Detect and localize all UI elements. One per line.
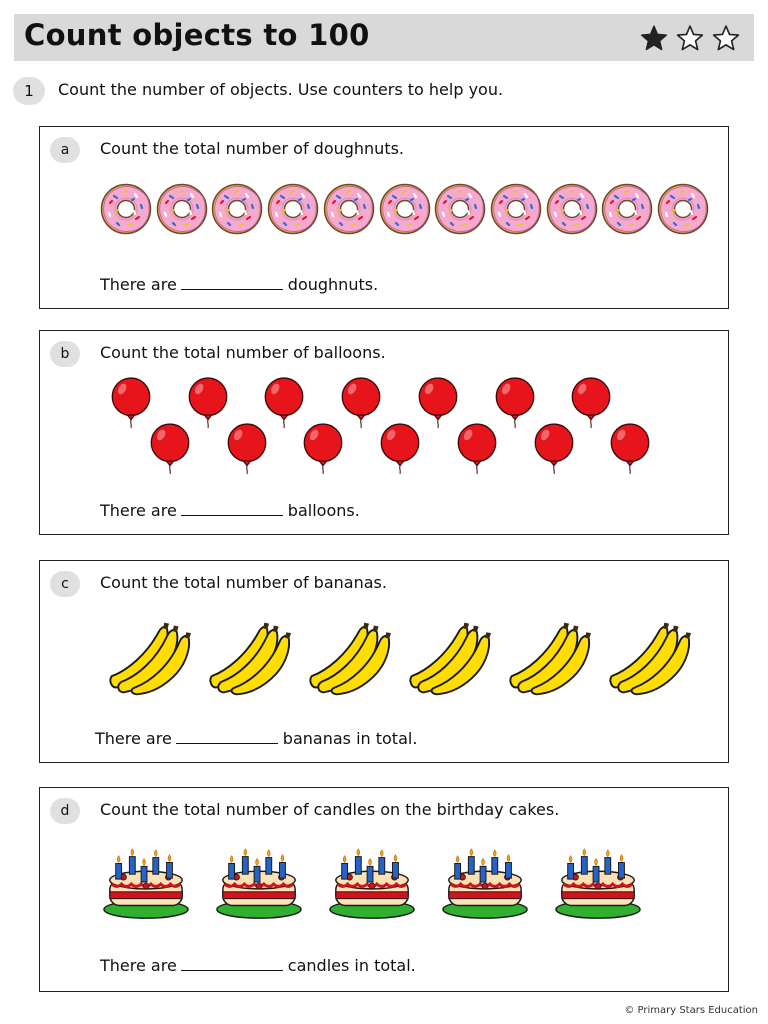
banana-bunch-icon [106, 619, 192, 697]
answer-prefix: There are [100, 275, 177, 294]
part-a-panel: a Count the total number of doughnuts. T… [39, 126, 729, 309]
doughnut-icon [323, 183, 375, 235]
answer-suffix: balloons. [287, 501, 360, 520]
birthday-cake-icon [328, 846, 416, 920]
doughnut-icon [100, 183, 152, 235]
banana-bunch-icon [306, 619, 392, 697]
copyright-notice: © Primary Stars Education [624, 1005, 758, 1016]
answer-blank[interactable] [180, 969, 283, 971]
part-c-panel: c Count the total number of bananas. The… [39, 560, 729, 763]
part-prompt: Count the total number of candles on the… [100, 800, 560, 819]
balloon-icon [379, 423, 421, 475]
doughnut-icon [546, 183, 598, 235]
part-prompt: Count the total number of doughnuts. [100, 139, 405, 158]
answer-suffix: doughnuts. [287, 275, 379, 294]
answer-prefix: There are [100, 501, 177, 520]
part-label-badge: c [50, 571, 80, 597]
part-d-panel: d Count the total number of candles on t… [39, 787, 729, 992]
balloon-icon [417, 377, 459, 429]
star-empty-icon [712, 24, 740, 52]
birthday-cake-icon [554, 846, 642, 920]
balloon-icon [149, 423, 191, 475]
balloon-icon [110, 377, 152, 429]
doughnut-icon [490, 183, 542, 235]
balloon-icon [533, 423, 575, 475]
doughnut-icon [657, 183, 709, 235]
answer-sentence: There are doughnuts. [100, 275, 378, 294]
part-label-badge: b [50, 341, 80, 367]
answer-sentence: There are bananas in total. [95, 729, 417, 748]
balloon-icon [494, 377, 536, 429]
birthday-cake-icon [215, 846, 303, 920]
answer-suffix: bananas in total. [282, 729, 418, 748]
part-prompt: Count the total number of balloons. [100, 343, 386, 362]
star-empty-icon [676, 24, 704, 52]
answer-sentence: There are balloons. [100, 501, 360, 520]
part-prompt: Count the total number of bananas. [100, 573, 387, 592]
balloon-icon [263, 377, 305, 429]
answer-blank[interactable] [180, 514, 283, 516]
banana-bunch-icon [606, 619, 692, 697]
balloon-icon [456, 423, 498, 475]
answer-sentence: There are candles in total. [100, 956, 416, 975]
banana-bunch-icon [506, 619, 592, 697]
balloon-icon [609, 423, 651, 475]
doughnut-icon [211, 183, 263, 235]
question-number-badge: 1 [13, 77, 45, 105]
birthday-cake-icon [102, 846, 190, 920]
balloon-icon [340, 377, 382, 429]
balloon-icon [302, 423, 344, 475]
answer-suffix: candles in total. [287, 956, 416, 975]
doughnut-icon [267, 183, 319, 235]
question-instruction: Count the number of objects. Use counter… [58, 80, 504, 99]
banana-bunch-icon [206, 619, 292, 697]
answer-prefix: There are [95, 729, 172, 748]
part-label-badge: a [50, 137, 80, 163]
birthday-cake-icon [441, 846, 529, 920]
doughnut-icon [601, 183, 653, 235]
banana-bunch-icon [406, 619, 492, 697]
title-bar: Count objects to 100 [14, 14, 754, 61]
answer-blank[interactable] [175, 742, 278, 744]
answer-blank[interactable] [180, 288, 283, 290]
doughnut-icon [156, 183, 208, 235]
difficulty-stars [640, 24, 740, 52]
part-b-panel: b Count the total number of balloons. Th… [39, 330, 729, 535]
star-filled-icon [640, 24, 668, 52]
balloon-icon [226, 423, 268, 475]
part-label-badge: d [50, 798, 80, 824]
page-title: Count objects to 100 [24, 18, 370, 52]
answer-prefix: There are [100, 956, 177, 975]
balloon-icon [187, 377, 229, 429]
doughnut-icon [434, 183, 486, 235]
doughnut-icon [379, 183, 431, 235]
balloon-icon [570, 377, 612, 429]
